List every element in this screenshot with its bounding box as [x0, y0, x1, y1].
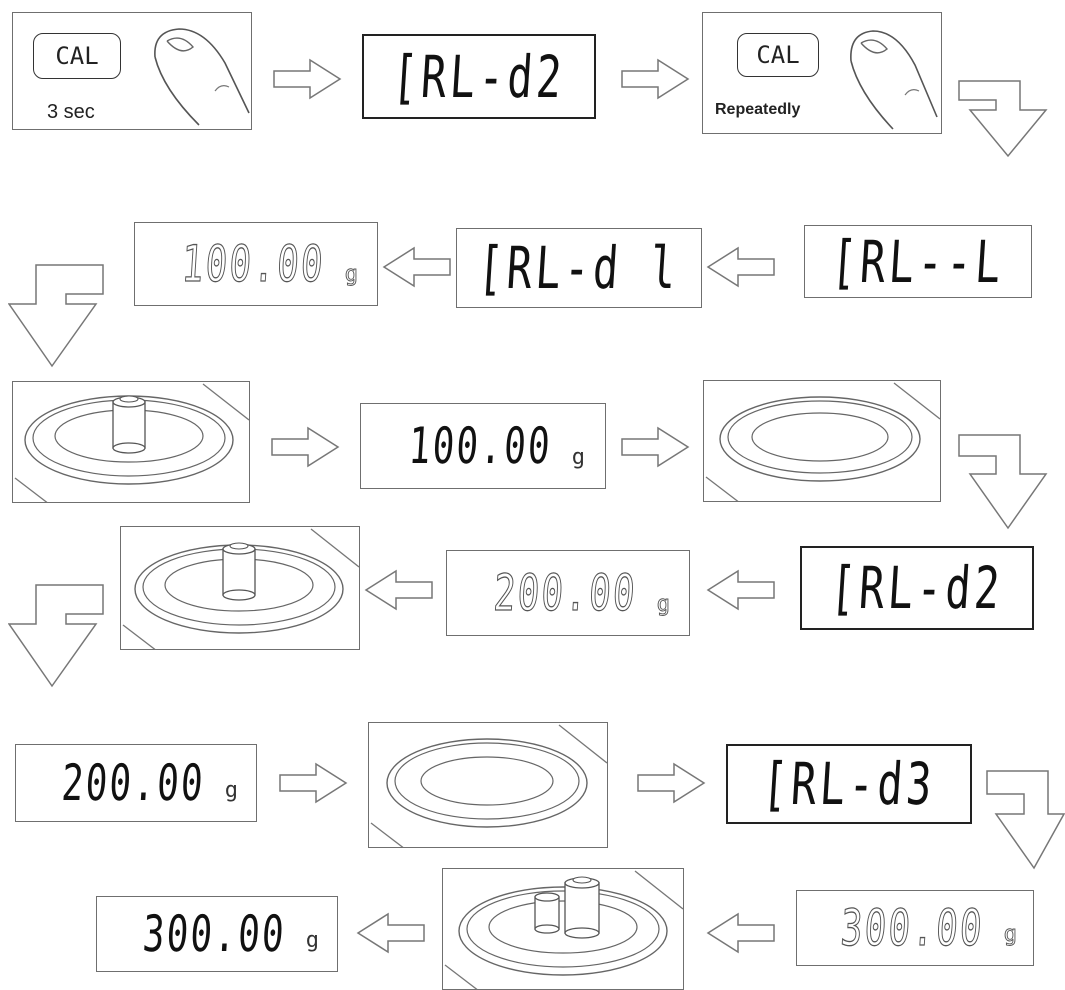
- display-300-blinking: 300.00 g: [796, 890, 1034, 966]
- hold-duration-caption: 3 sec: [47, 101, 95, 123]
- display-text: [RL--L: [829, 227, 1007, 296]
- press-cal-3sec-panel: CAL 3 sec: [12, 12, 252, 130]
- weighing-pan-with-weight-icon: [14, 383, 249, 502]
- empty-scale-pan: [703, 380, 941, 502]
- arrow-right-icon: [637, 762, 706, 804]
- display-text: [RL-d2: [828, 554, 1006, 622]
- arrow-right-icon: [273, 58, 342, 100]
- cal-key: CAL: [737, 33, 819, 77]
- arrow-left-icon: [364, 569, 433, 611]
- display-value: 300.00: [141, 905, 288, 963]
- display-200-stable: 200.00 g: [15, 744, 257, 822]
- display-300-stable: 300.00 g: [96, 896, 338, 972]
- display-text: [RL-d3: [760, 750, 938, 818]
- scale-with-100g-weight: [12, 381, 250, 503]
- display-unit: g: [344, 262, 358, 288]
- arrow-left-icon: [706, 246, 775, 288]
- arrow-left-icon: [356, 912, 425, 954]
- display-200-blinking: 200.00 g: [446, 550, 690, 636]
- arrow-left-icon: [382, 246, 451, 288]
- display-unit: g: [571, 445, 585, 470]
- display-cal-d3: [RL-d3: [726, 744, 972, 824]
- finger-icon: [850, 30, 938, 130]
- display-value: 100.00: [179, 234, 327, 293]
- cal-key-label: CAL: [756, 41, 800, 69]
- display-cal-d2: [RL-d2: [362, 34, 596, 119]
- turn-down-arrow-icon: [986, 770, 1065, 870]
- arrow-right-icon: [621, 58, 690, 100]
- turn-down-arrow-icon: [958, 434, 1048, 530]
- arrow-left-icon: [706, 912, 775, 954]
- arrow-right-icon: [621, 426, 690, 468]
- arrow-right-icon: [271, 426, 340, 468]
- weighing-pan-icon: [705, 382, 940, 501]
- display-cal-l: [RL--L: [804, 225, 1032, 298]
- turn-down-arrow-icon: [8, 264, 104, 368]
- finger-icon: [154, 28, 250, 126]
- display-unit: g: [1003, 922, 1017, 948]
- arrow-left-icon: [706, 569, 775, 611]
- display-cal-d1: [RL-d l: [456, 228, 702, 308]
- display-unit: g: [305, 928, 319, 953]
- display-value: 200.00: [491, 563, 639, 622]
- scale-with-two-weights: [442, 868, 684, 990]
- empty-scale-pan: [368, 722, 608, 848]
- display-value: 300.00: [838, 898, 986, 957]
- display-cal-d2: [RL-d2: [800, 546, 1034, 630]
- display-value: 200.00: [60, 754, 207, 812]
- repeatedly-caption: Repeatedly: [715, 101, 801, 118]
- display-unit: g: [656, 592, 670, 618]
- cal-key: CAL: [33, 33, 121, 79]
- arrow-right-icon: [279, 762, 348, 804]
- display-text: [RL-d l: [476, 234, 682, 302]
- weighing-pan-with-weights-icon: [444, 870, 683, 989]
- display-100-stable: 100.00 g: [360, 403, 606, 489]
- scale-with-200g-weight: [120, 526, 360, 650]
- turn-down-arrow-icon: [8, 584, 104, 688]
- display-text: [RL-d2: [390, 42, 568, 111]
- display-unit: g: [224, 778, 238, 803]
- weighing-pan-with-weight-icon: [122, 528, 359, 649]
- display-value: 100.00: [407, 417, 554, 475]
- press-cal-repeatedly-panel: CAL Repeatedly: [702, 12, 942, 134]
- weighing-pan-icon: [370, 724, 607, 847]
- cal-key-label: CAL: [55, 42, 99, 70]
- display-100-blinking: 100.00 g: [134, 222, 378, 306]
- turn-down-arrow-icon: [958, 80, 1048, 158]
